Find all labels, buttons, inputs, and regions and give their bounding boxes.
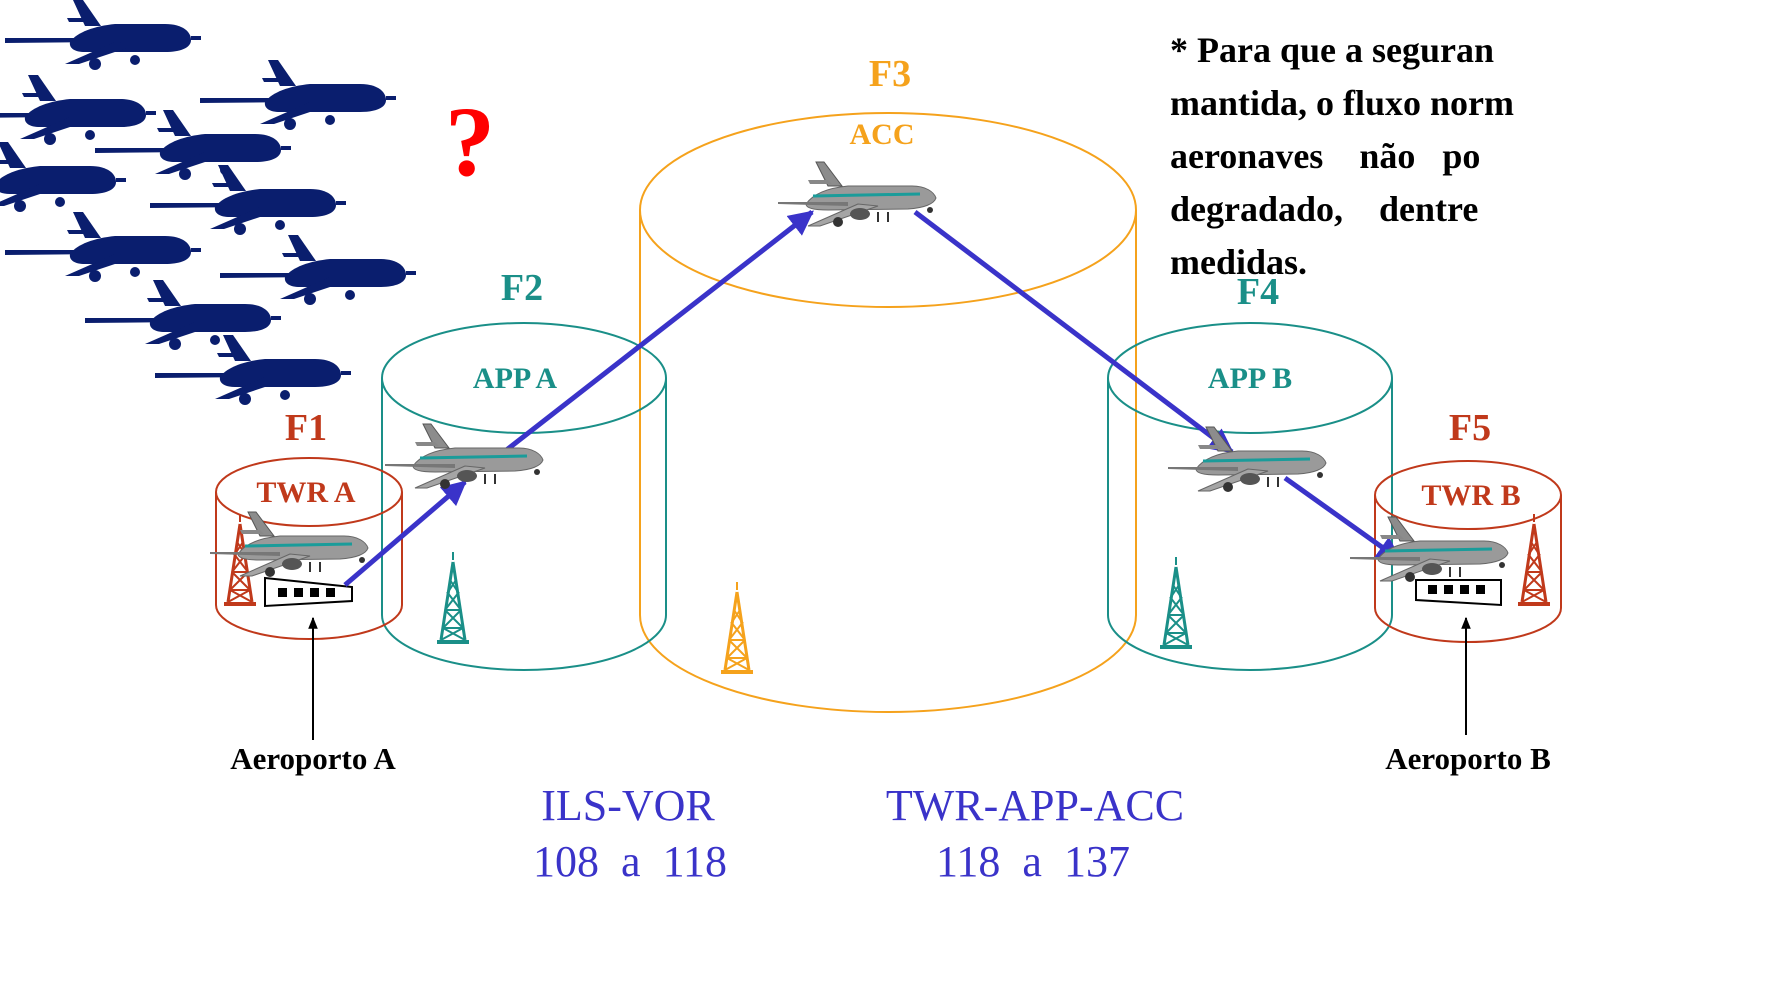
sector-id-f3: F3 [869,53,911,95]
radio-tower-icon [1158,555,1194,649]
question-mark: ? [445,86,495,197]
aircraft-silhouette-icon [85,280,281,350]
runway-icon [264,576,353,608]
aircraft-silhouette-icon [0,75,156,145]
safety-note: * Para que a seguran mantida, o fluxo no… [1170,24,1771,289]
com-frequency-range: 118 a 137 [936,837,1130,886]
sector-acc-cylinder [639,112,1137,713]
note-line: degradado, dentre [1170,189,1479,229]
radio-tower-icon [1516,512,1552,606]
airport-b-label: Aeroporto B [1385,741,1551,776]
nav-frequency-range: 108 a 118 [533,837,727,886]
sector-name-app-b: APP B [1208,362,1292,395]
note-line: aeronaves não po [1170,136,1481,176]
sector-name-acc: ACC [850,118,915,151]
note-line: medidas. [1170,242,1308,282]
aircraft-silhouette-icon [220,235,416,305]
airport-a-label: Aeroporto A [230,741,396,776]
sector-id-f5: F5 [1449,407,1491,449]
aircraft-fleet [0,0,416,405]
aircraft-silhouette-icon [5,0,201,70]
radio-tower-icon [435,550,471,644]
sector-app-a-cylinder [381,322,667,671]
note-line: * Para que a seguran [1170,30,1494,70]
runway-icon [1415,579,1502,607]
sector-twr-b-cylinder [1374,460,1562,643]
sector-name-app-a: APP A [473,362,558,395]
radio-tower-icon [719,580,755,674]
sector-id-f4: F4 [1237,271,1279,313]
note-line: mantida, o fluxo norm [1170,83,1515,123]
sector-name-twr-b: TWR B [1421,479,1520,512]
sector-id-f1: F1 [285,407,327,449]
sector-name-twr-a: TWR A [256,476,356,509]
nav-frequency-label: ILS-VOR [541,781,715,830]
airliner-icon [1166,425,1328,494]
sector-twr-a-cylinder [215,457,403,640]
sector-id-f2: F2 [501,267,543,309]
flight-route [343,210,1403,587]
aircraft-silhouette-icon [155,335,351,405]
aircraft-silhouette-icon [5,212,201,282]
com-frequency-label: TWR-APP-ACC [886,781,1184,830]
aircraft-silhouette-icon [200,60,396,130]
